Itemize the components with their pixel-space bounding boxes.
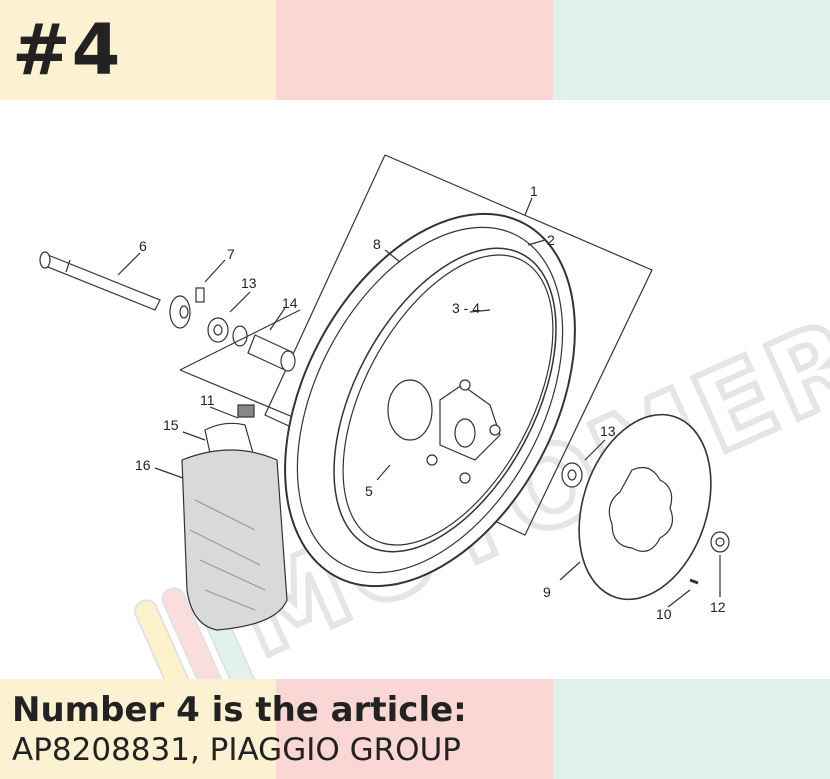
o-ring bbox=[232, 325, 248, 347]
tyre bbox=[181, 449, 288, 631]
part-label-12: 12 bbox=[710, 599, 726, 615]
part-label-8: 8 bbox=[373, 236, 381, 252]
brake-disc bbox=[578, 413, 712, 601]
part-label-10: 10 bbox=[656, 606, 672, 622]
part-number-badge: #4 bbox=[12, 9, 122, 91]
spacer bbox=[169, 287, 205, 329]
part-label-2: 2 bbox=[547, 232, 555, 248]
exploded-wheel-diagram: MOTOMERCIA bbox=[39, 154, 830, 679]
part-label-13-right: 13 bbox=[600, 423, 616, 439]
part-label-11: 11 bbox=[200, 392, 215, 408]
disc-bolt bbox=[689, 578, 699, 585]
part-label-3-4: 3 - 4 bbox=[452, 300, 480, 316]
spacer-right bbox=[710, 531, 730, 553]
group-outline bbox=[264, 154, 653, 536]
bearing-left bbox=[207, 317, 229, 343]
axle bbox=[39, 251, 161, 311]
caption-title: Number 4 is the article: bbox=[12, 690, 467, 730]
bearing-right bbox=[561, 462, 583, 488]
part-label-15: 15 bbox=[163, 417, 179, 433]
footer-color-band bbox=[0, 679, 830, 779]
hub bbox=[387, 379, 501, 484]
part-label-14: 14 bbox=[282, 295, 298, 311]
part-label-1: 1 bbox=[530, 183, 538, 199]
part-label-13-left: 13 bbox=[241, 275, 257, 291]
caption-article-code: AP8208831, PIAGGIO GROUP bbox=[12, 732, 461, 768]
part-label-5: 5 bbox=[365, 483, 373, 499]
header-color-band bbox=[0, 0, 830, 100]
spacer-tube bbox=[247, 334, 296, 372]
part-label-6: 6 bbox=[139, 238, 147, 254]
part-label-9: 9 bbox=[543, 584, 551, 600]
part-label-7: 7 bbox=[227, 246, 235, 262]
part-label-16: 16 bbox=[135, 457, 151, 473]
